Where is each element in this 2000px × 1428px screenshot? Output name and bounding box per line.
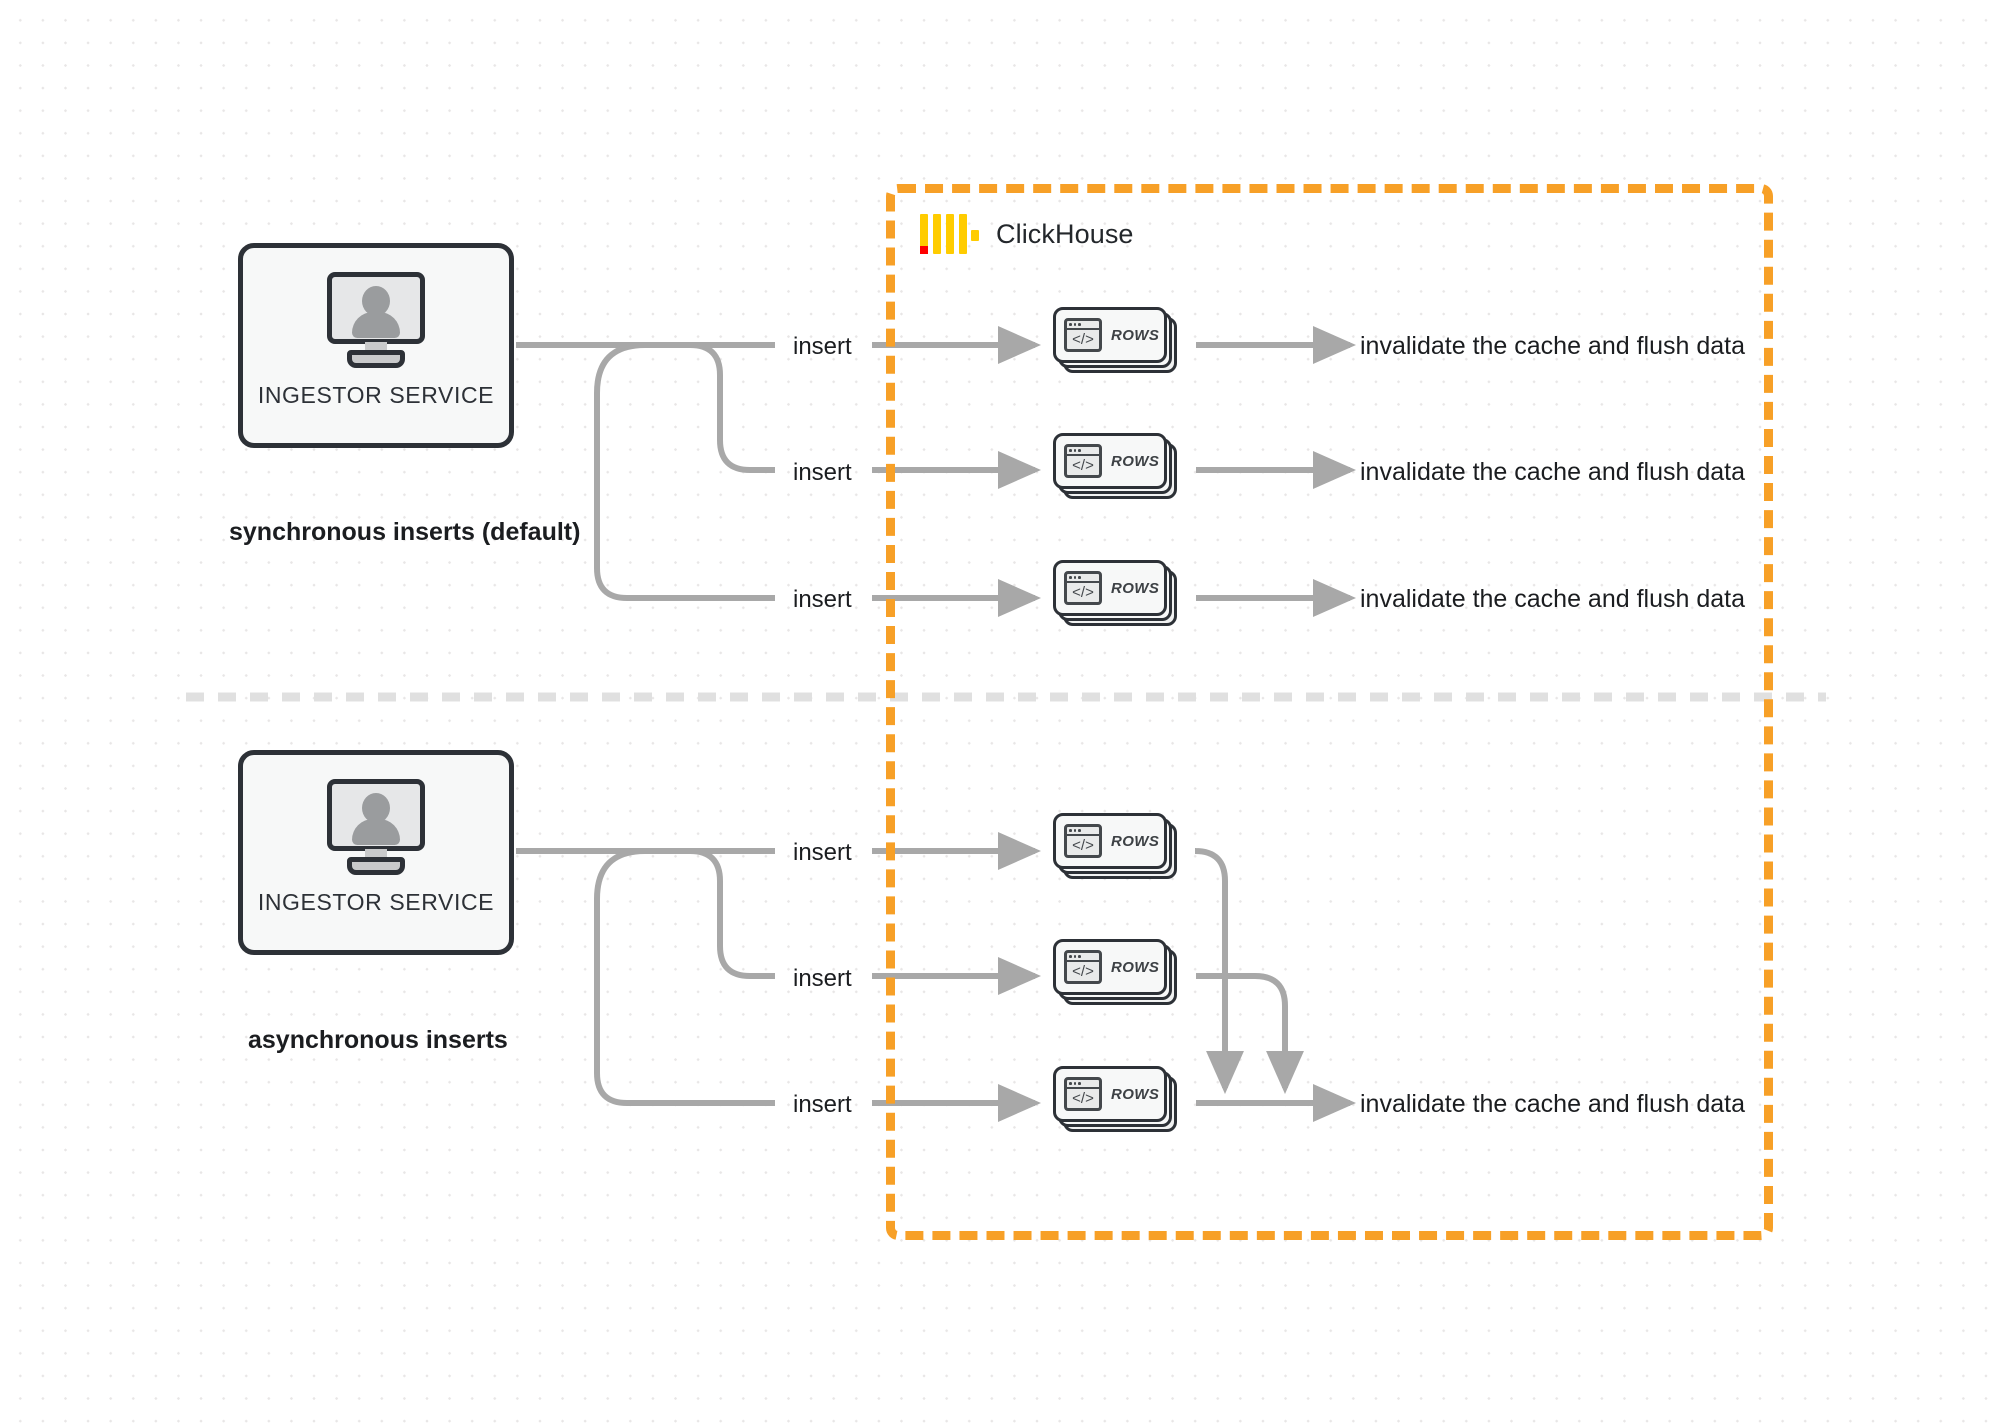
insert-label-async-1: insert — [793, 839, 852, 866]
code-window-icon: </> — [1064, 318, 1102, 352]
rows-card-sync-1[interactable]: </> ROWS — [1053, 307, 1177, 373]
section-caption-async: asynchronous inserts — [248, 1026, 508, 1054]
code-window-icon: </> — [1064, 444, 1102, 478]
rows-card-sync-3[interactable]: </> ROWS — [1053, 560, 1177, 626]
rows-card-label: ROWS — [1111, 579, 1160, 597]
code-window-icon: </> — [1064, 571, 1102, 605]
rows-card-async-1[interactable]: </> ROWS — [1053, 813, 1177, 879]
rows-card-label: ROWS — [1111, 452, 1160, 470]
monitor-user-icon — [321, 272, 431, 368]
output-label-sync-3: invalidate the cache and flush data — [1360, 585, 1745, 613]
insert-label-sync-1: insert — [793, 333, 852, 360]
ingestor-service-async[interactable]: INGESTOR SERVICE — [238, 750, 514, 955]
async-merge-arrow-2 — [1196, 973, 1305, 1095]
sync-branch-3 — [594, 342, 775, 601]
clickhouse-logo-icon — [920, 214, 979, 254]
output-label-async-merged: invalidate the cache and flush data — [1360, 1090, 1745, 1118]
clickhouse-boundary — [886, 184, 1773, 1240]
insert-label-async-2: insert — [793, 965, 852, 992]
async-merge-arrow-1 — [1194, 848, 1245, 1095]
rows-card-async-3[interactable]: </> ROWS — [1053, 1066, 1177, 1132]
ingestor-service-label-sync: INGESTOR SERVICE — [257, 382, 495, 408]
code-window-icon: </> — [1064, 824, 1102, 858]
code-window-icon: </> — [1064, 1077, 1102, 1111]
rows-card-label: ROWS — [1111, 1085, 1160, 1103]
monitor-user-icon — [321, 779, 431, 875]
insert-label-async-3: insert — [793, 1091, 852, 1118]
ingestor-service-sync[interactable]: INGESTOR SERVICE — [238, 243, 514, 448]
sync-branch-2 — [660, 342, 775, 473]
clickhouse-name: ClickHouse — [996, 218, 1134, 249]
insert-label-sync-2: insert — [793, 459, 852, 486]
rows-card-label: ROWS — [1111, 326, 1160, 344]
code-window-icon: </> — [1064, 950, 1102, 984]
rows-card-label: ROWS — [1111, 958, 1160, 976]
rows-card-sync-2[interactable]: </> ROWS — [1053, 433, 1177, 499]
ingestor-service-label-async: INGESTOR SERVICE — [257, 889, 495, 915]
async-branch-3 — [594, 848, 775, 1106]
section-caption-sync: synchronous inserts (default) — [229, 518, 581, 546]
clickhouse-brand: ClickHouse — [920, 212, 1134, 256]
rows-card-async-2[interactable]: </> ROWS — [1053, 939, 1177, 1005]
output-label-sync-1: invalidate the cache and flush data — [1360, 332, 1745, 360]
rows-card-label: ROWS — [1111, 832, 1160, 850]
output-label-sync-2: invalidate the cache and flush data — [1360, 458, 1745, 486]
async-branch-2 — [660, 848, 775, 979]
insert-label-sync-3: insert — [793, 586, 852, 613]
